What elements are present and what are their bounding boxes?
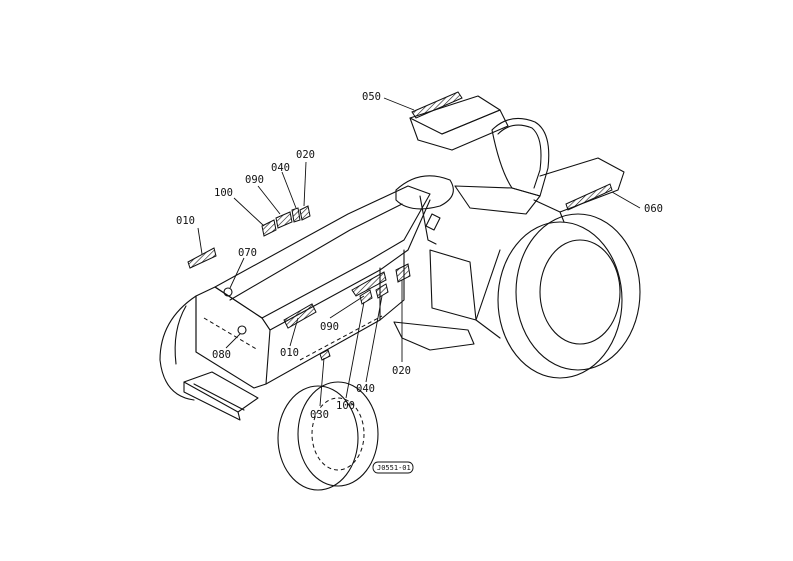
decal-030-small	[319, 349, 331, 361]
callout-090-top: 090	[245, 174, 264, 186]
callout-labels: 050 060 010 100 090 040 020 070 080 010 …	[176, 91, 663, 421]
figure-code: J0551-01	[372, 461, 414, 474]
decal-040-loose	[291, 207, 301, 223]
callout-080: 080	[212, 349, 231, 361]
decal-100-loose	[261, 219, 277, 237]
callout-010-top: 010	[176, 215, 195, 227]
decal-090-panel	[351, 271, 387, 297]
callout-010-bottom: 010	[280, 347, 299, 359]
decal-080-emblem	[237, 325, 247, 335]
callout-040-top: 040	[271, 162, 290, 174]
callout-070: 070	[238, 247, 257, 259]
decal-010-loose	[187, 247, 217, 269]
decal-090-loose	[275, 211, 293, 229]
callout-020-bottom: 020	[392, 365, 411, 377]
leader-lines	[197, 97, 641, 407]
decal-020-panel	[395, 263, 411, 283]
figure-code-text: J0551-01	[377, 464, 411, 472]
callout-100-bottom: 100	[336, 400, 355, 412]
decal-070-emblem	[223, 287, 233, 297]
tractor-body	[159, 95, 641, 491]
decal-010-hood	[283, 303, 317, 329]
decal-060-fender	[565, 183, 613, 211]
decal-050-roof	[411, 91, 463, 119]
decal-parts	[187, 91, 613, 361]
callout-030: 030	[310, 409, 329, 421]
decal-040-panel	[375, 283, 389, 299]
callout-090-bottom: 090	[320, 321, 339, 333]
decal-020-loose	[299, 205, 311, 221]
callout-020-top: 020	[296, 149, 315, 161]
callout-060: 060	[644, 203, 663, 215]
callout-100-top: 100	[214, 187, 233, 199]
callout-050: 050	[362, 91, 381, 103]
decal-100-panel	[359, 289, 373, 305]
callout-040-bottom: 040	[356, 383, 375, 395]
